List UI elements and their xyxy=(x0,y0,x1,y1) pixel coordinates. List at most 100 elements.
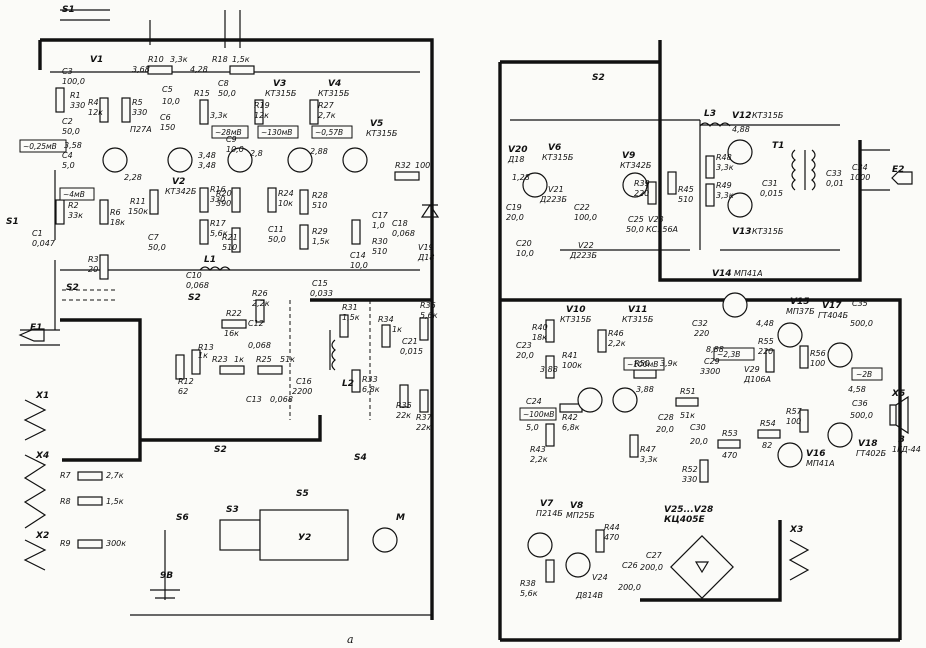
label-R5-val: 330 xyxy=(132,108,147,117)
reading-box-r4 xyxy=(851,367,883,381)
transistor-V11 xyxy=(612,387,638,413)
label-S2-c: S2 xyxy=(214,445,227,455)
label-R20: R20 xyxy=(216,189,232,198)
label-R55: R55 xyxy=(758,337,774,346)
label-V16-id: V16 xyxy=(806,449,826,459)
label-V17-id: V17 xyxy=(822,301,842,311)
label-C26: C26 xyxy=(622,561,638,570)
resistor-R34 xyxy=(381,324,391,348)
resistor-R4 xyxy=(99,97,109,123)
transformer-T1 xyxy=(791,149,816,191)
r-bus-psu xyxy=(640,520,782,602)
label-C9-val: 10,0 xyxy=(226,145,244,154)
label-V7-type: П214Б xyxy=(536,509,563,518)
label-R31: R31 xyxy=(342,303,358,312)
bridge-rectifier xyxy=(670,535,734,599)
label-V17-type: ГТ404Б xyxy=(818,311,849,320)
transistor-V5 xyxy=(342,147,368,173)
label-C7: C7 xyxy=(148,233,160,242)
resistor-R39 xyxy=(647,181,657,205)
label-R11-val: 150к xyxy=(128,207,148,216)
transistor-V8 xyxy=(565,552,591,578)
resistor-R29 xyxy=(299,224,309,250)
label-R12: R12 xyxy=(178,377,194,386)
resistor-R3 xyxy=(99,254,109,280)
resistor-R28 xyxy=(299,189,309,215)
label-V7-id: V7 xyxy=(540,499,554,509)
r-bus-mid xyxy=(500,298,902,640)
label-V23-id: V23 xyxy=(648,215,664,224)
label-R19-val: 12к xyxy=(254,111,269,120)
label-R51: R51 xyxy=(680,387,696,396)
l2-dashed xyxy=(289,300,371,420)
reading-box-r3 xyxy=(713,347,755,361)
label-C5-val: 10,0 xyxy=(162,97,180,106)
resistor-R16 xyxy=(199,187,209,213)
label-R31-val: 1,5к xyxy=(342,313,360,322)
label-R57-val: 100 xyxy=(786,417,801,426)
label-R19: R19 xyxy=(254,101,270,110)
label-C18: C18 xyxy=(392,219,408,228)
label-V16-type: МП41А xyxy=(806,459,835,468)
r-bus-left xyxy=(498,60,660,640)
label-R46: R46 xyxy=(608,329,624,338)
transistor-V10 xyxy=(577,387,603,413)
label-C16-val: 2200 xyxy=(292,387,312,396)
label-R1: R1 xyxy=(70,91,81,100)
label-E2: E2 xyxy=(892,165,904,175)
label-R45-val: 510 xyxy=(678,195,693,204)
resistor-R1 xyxy=(55,87,65,113)
label-speaker-type: 1ГД-44 xyxy=(892,445,921,454)
label-V1-id: V1 xyxy=(90,55,103,65)
label-R36: R36 xyxy=(420,301,436,310)
inductor-L1 xyxy=(199,266,231,271)
label-bridge-type: КЦ405Е xyxy=(664,515,705,525)
label-S6: S6 xyxy=(176,513,189,523)
label-C5: C5 xyxy=(162,85,173,94)
resistor-R46 xyxy=(597,329,607,353)
resistor-R54 xyxy=(757,429,781,439)
left-panel: V1 П27А V2 КТ342Б V3 КТ315Б V4 КТ315Б V5… xyxy=(6,5,440,620)
label-R27-val: 2,7к xyxy=(318,111,336,120)
resistor-R9 xyxy=(77,539,103,549)
inductor-L2 xyxy=(329,330,336,371)
transistor-V6 xyxy=(522,172,548,198)
label-C29: C29 xyxy=(704,357,720,366)
label-R34-val: 1к xyxy=(392,325,402,334)
label-R52-val: 330 xyxy=(682,475,697,484)
resistor-R15 xyxy=(199,99,209,125)
label-V9-id: V9 xyxy=(622,151,635,161)
label-S4: S4 xyxy=(354,453,367,463)
label-C28: C28 xyxy=(658,413,674,422)
label-R43: R43 xyxy=(530,445,546,454)
r-voltage-4-48: 4,48 xyxy=(756,319,774,328)
label-C15: C15 xyxy=(312,279,328,288)
label-C7-val: 50,0 xyxy=(148,243,166,252)
label-C18-val: 0,068 xyxy=(392,229,415,238)
resistor-R19 xyxy=(254,99,264,125)
label-C13: C13 xyxy=(246,395,262,404)
label-R55-val: 220 xyxy=(758,347,773,356)
label-R10: R10 xyxy=(148,55,164,64)
label-C11: C11 xyxy=(268,225,284,234)
label-R35-val: 22к xyxy=(396,411,411,420)
reading-box-r2 xyxy=(519,407,557,421)
label-R13: R13 xyxy=(198,343,214,352)
label-C24: C24 xyxy=(526,397,542,406)
r-voltage-3-88-a: 3,88 xyxy=(540,365,558,374)
reading-box-2 xyxy=(59,187,95,201)
label-R54: R54 xyxy=(760,419,776,428)
reading-box-r1 xyxy=(623,357,665,371)
label-R22: R22 xyxy=(226,309,242,318)
battery-symbol xyxy=(150,530,180,600)
transistor-V4 xyxy=(287,147,313,173)
resistor-R18 xyxy=(229,65,255,75)
r-reading-100mV-a: ~100мВ xyxy=(627,360,658,369)
resistor-R33 xyxy=(351,369,361,393)
label-R37: R37 xyxy=(416,413,433,422)
r-voltage-8-88: 8,88 xyxy=(706,345,724,354)
label-V14-id: V14 xyxy=(712,269,732,279)
label-V11-type: КТ315Б xyxy=(622,315,654,324)
label-R45: R45 xyxy=(678,185,694,194)
label-R49-val: 3,3к xyxy=(716,191,734,200)
